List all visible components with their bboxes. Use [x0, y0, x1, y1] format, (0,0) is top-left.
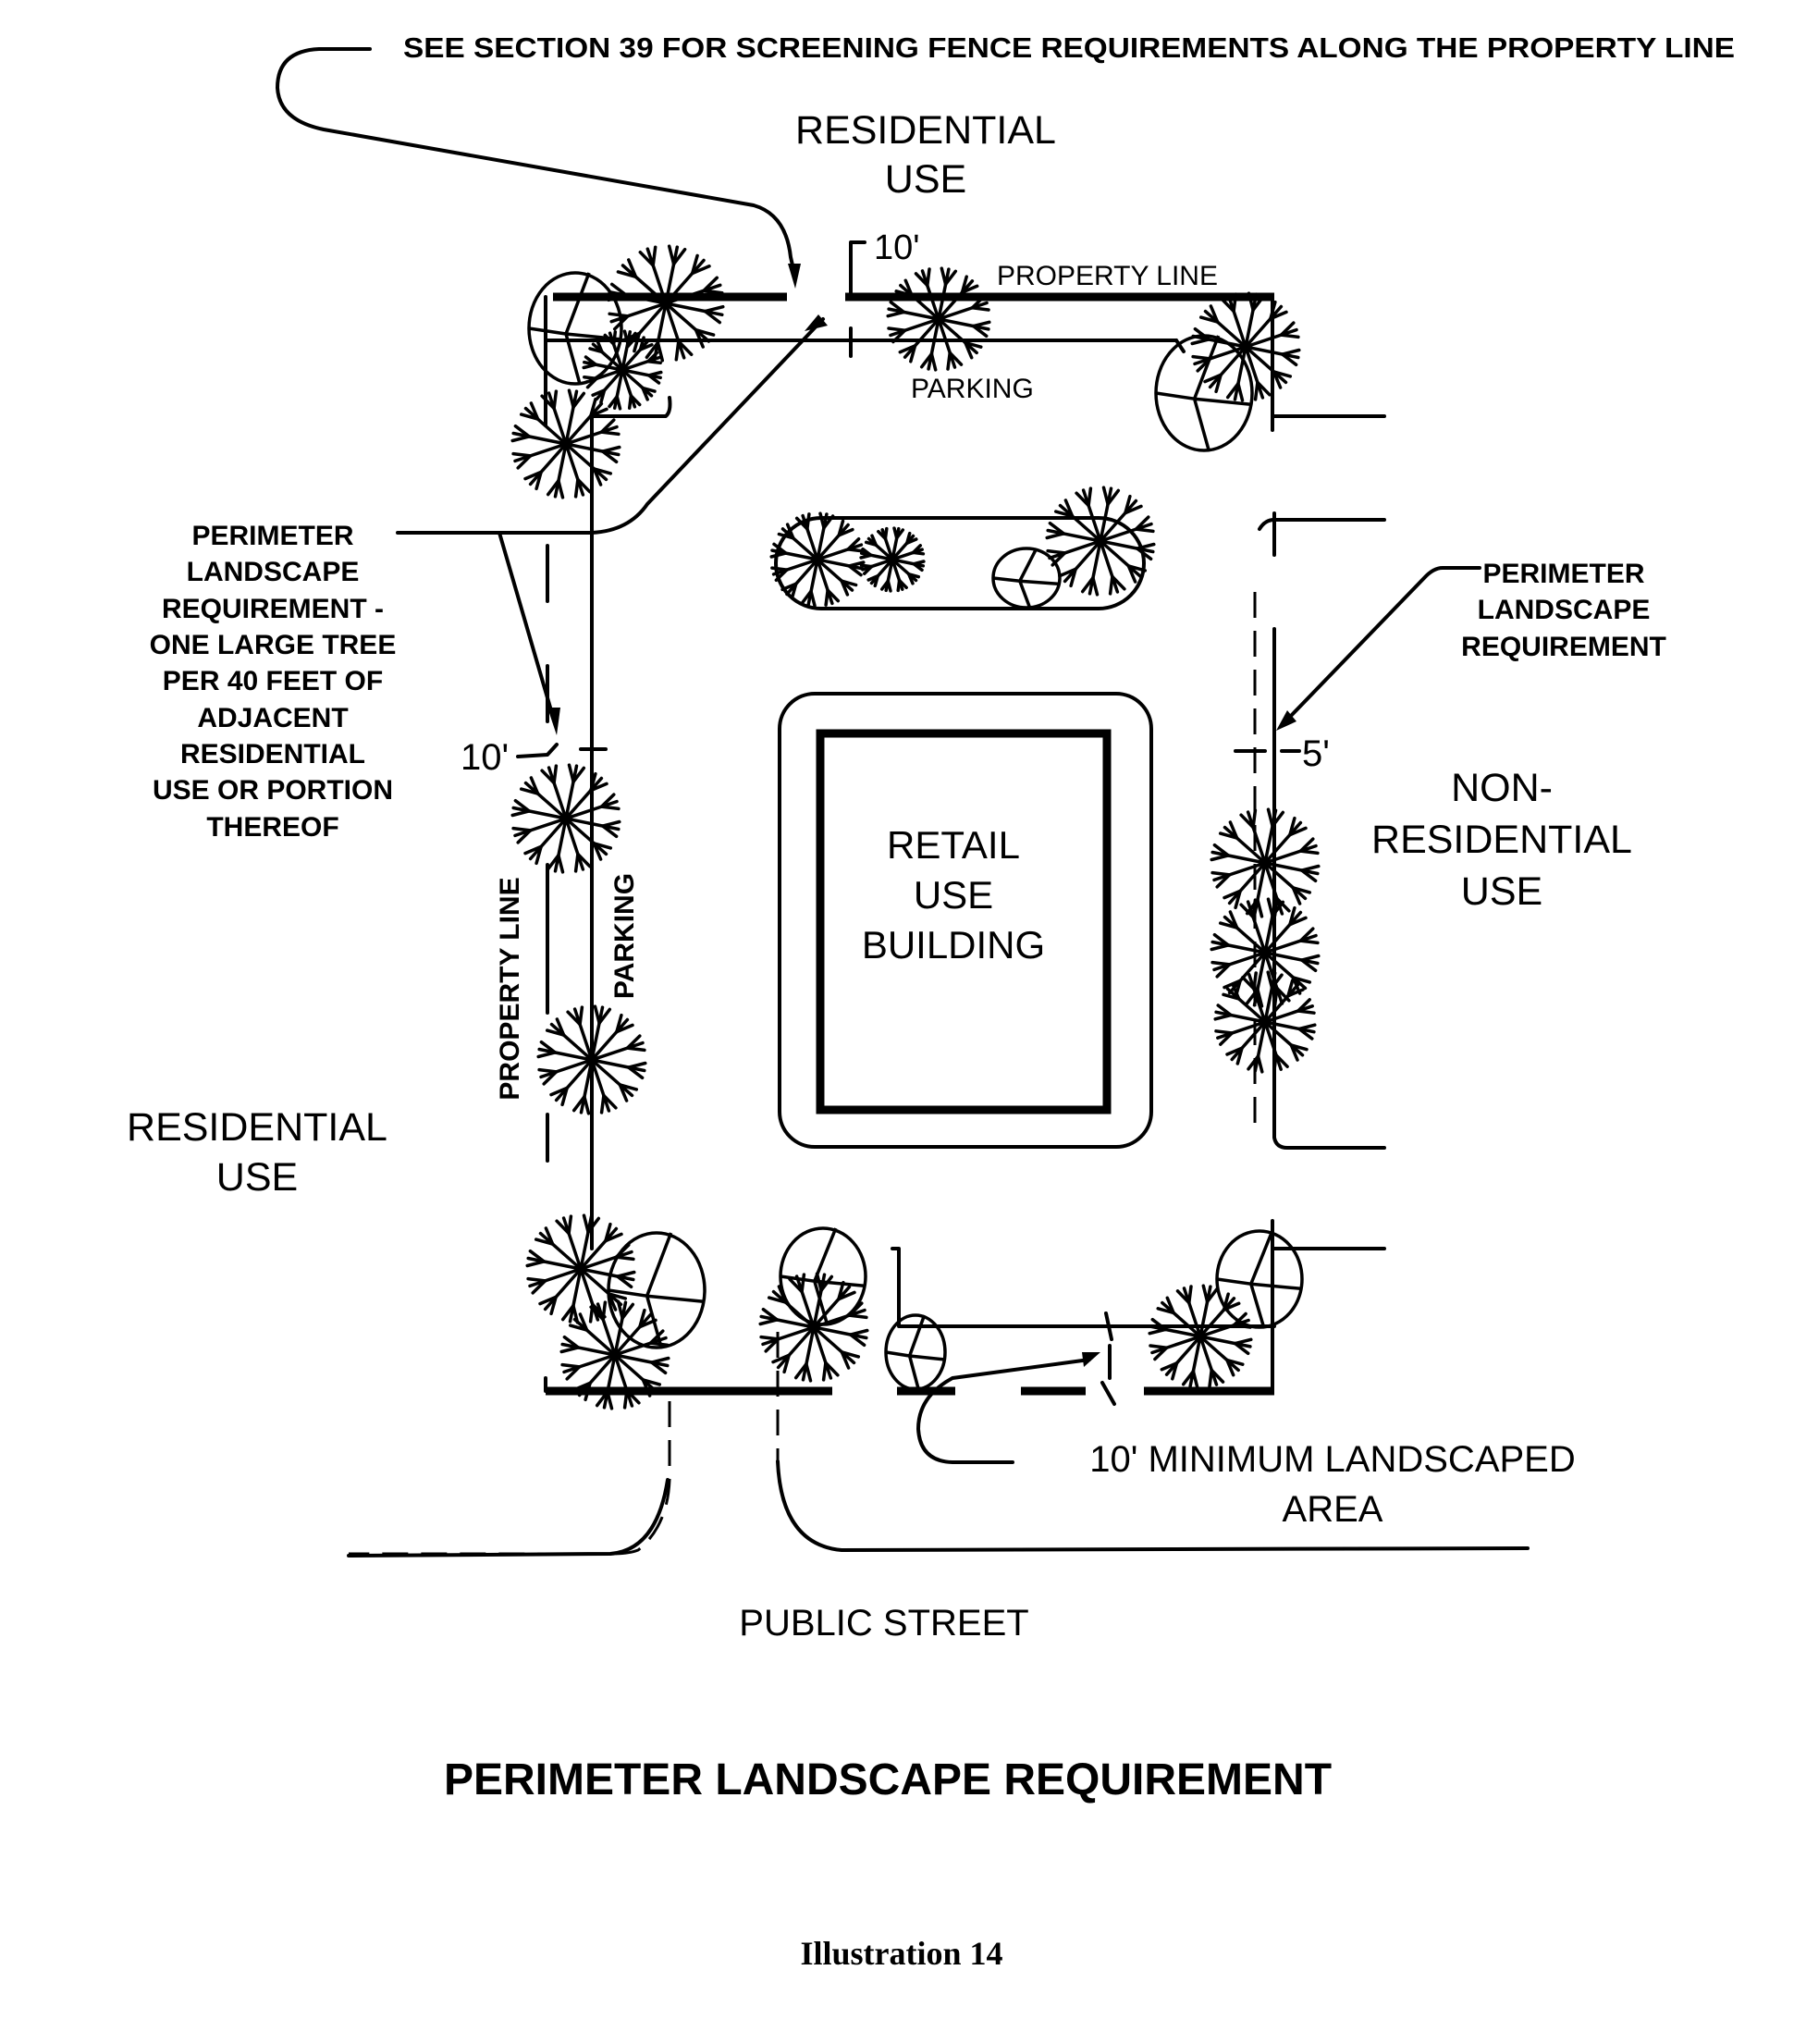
- zone-top-residential: RESIDENTIAL USE: [795, 108, 1056, 202]
- tree-icon: [510, 388, 621, 499]
- svg-text:AREA: AREA: [1283, 1489, 1383, 1530]
- svg-text:USE: USE: [914, 873, 993, 917]
- svg-text:USE OR PORTION: USE OR PORTION: [153, 775, 393, 806]
- driveway-left-edge: [349, 1401, 671, 1556]
- svg-text:BUILDING: BUILDING: [862, 923, 1045, 967]
- tree-icon: [1148, 1284, 1253, 1389]
- svg-text:NON-: NON-: [1451, 766, 1553, 810]
- svg-text:LANDSCAPE: LANDSCAPE: [187, 557, 360, 587]
- zone-right-non-residential: NON- RESIDENTIAL USE: [1371, 766, 1632, 914]
- retail-building-label: RETAIL USE BUILDING: [862, 823, 1045, 967]
- tree-icon: [1190, 291, 1301, 402]
- right-callout-leader: [1288, 566, 1481, 719]
- bottom-dimension-ticks: [1100, 1311, 1116, 1406]
- svg-text:ONE LARGE TREE: ONE LARGE TREE: [150, 630, 397, 660]
- svg-text:REQUIREMENT: REQUIREMENT: [1461, 632, 1666, 662]
- svg-text:RESIDENTIAL: RESIDENTIAL: [127, 1105, 387, 1150]
- right-callout-text: PERIMETER LANDSCAPE REQUIREMENT: [1461, 559, 1666, 662]
- tree-icon: [582, 329, 663, 411]
- left-parking-notch: [590, 396, 672, 418]
- right-parking-corner-top: [1258, 518, 1386, 531]
- svg-text:RESIDENTIAL: RESIDENTIAL: [1371, 818, 1632, 862]
- tree-icon: [510, 763, 621, 874]
- svg-text:ADJACENT: ADJACENT: [197, 703, 348, 733]
- top-property-line-label: PROPERTY LINE: [997, 261, 1218, 291]
- svg-text:PER 40 FEET OF: PER 40 FEET OF: [163, 666, 383, 696]
- right-parking-corner-bottom: [1272, 1108, 1386, 1150]
- svg-text:REQUIREMENT -: REQUIREMENT -: [162, 594, 384, 624]
- left-property-line-label: PROPERTY LINE: [495, 877, 525, 1100]
- tree-icon: [758, 1272, 869, 1383]
- diagram-title: PERIMETER LANDSCAPE REQUIREMENT: [444, 1755, 1332, 1804]
- svg-text:RESIDENTIAL: RESIDENTIAL: [180, 739, 365, 770]
- tree-icon: [536, 1004, 647, 1115]
- screening-note-leader: [276, 47, 797, 279]
- screening-fence-note: SEE SECTION 39 FOR SCREENING FENCE REQUI…: [403, 31, 1735, 64]
- left-callout-arrowhead-top: [805, 314, 828, 331]
- svg-text:RETAIL: RETAIL: [887, 823, 1020, 867]
- tree-icon: [607, 244, 725, 363]
- svg-text:PERIMETER: PERIMETER: [1482, 559, 1644, 589]
- svg-text:10' MINIMUM LANDSCAPED: 10' MINIMUM LANDSCAPED: [1089, 1439, 1576, 1480]
- landscape-island: [774, 516, 1146, 610]
- svg-text:USE: USE: [885, 157, 966, 202]
- public-street-label: PUBLIC STREET: [739, 1603, 1028, 1644]
- svg-text:USE: USE: [216, 1155, 298, 1200]
- plant-symbols: [510, 244, 1321, 1410]
- tree-icon: [1045, 486, 1156, 597]
- tree-icon: [859, 526, 926, 593]
- tree-icon: [886, 266, 991, 372]
- bottom-callout-text: 10' MINIMUM LANDSCAPED AREA: [1089, 1439, 1576, 1530]
- svg-text:PERIMETER: PERIMETER: [191, 521, 353, 551]
- building-pad: [778, 692, 1153, 1149]
- right-callout-arrowhead: [1276, 710, 1296, 731]
- svg-text:LANDSCAPE: LANDSCAPE: [1478, 595, 1651, 625]
- street-curb-right: [776, 1459, 1530, 1552]
- illustration-caption: Illustration 14: [800, 1935, 1002, 1972]
- shrub-icon: [884, 1313, 947, 1391]
- shrub-icon: [1154, 334, 1254, 452]
- shrub-icon: [1215, 1229, 1304, 1329]
- left-callout-leader: [396, 317, 825, 535]
- tree-icon: [769, 511, 866, 608]
- retail-building: [816, 729, 1112, 1114]
- tree-icon: [1213, 970, 1317, 1074]
- left-callout-arrowhead-down: [547, 708, 560, 735]
- svg-text:USE: USE: [1461, 869, 1542, 914]
- top-dimension-bracket: [849, 240, 866, 298]
- right-dimension-label: 5': [1302, 733, 1330, 774]
- svg-text:RESIDENTIAL: RESIDENTIAL: [795, 108, 1056, 153]
- top-right-parking-return: [1174, 339, 1186, 353]
- left-dimension-label: 10': [461, 737, 509, 778]
- left-parking-label: PARKING: [609, 873, 640, 999]
- screening-note-arrowhead: [788, 264, 801, 289]
- zone-left-residential: RESIDENTIAL USE: [127, 1105, 387, 1200]
- left-callout-text: PERIMETER LANDSCAPE REQUIREMENT - ONE LA…: [150, 521, 397, 843]
- svg-text:THEREOF: THEREOF: [206, 812, 338, 843]
- bottom-callout-arrowhead: [1082, 1352, 1100, 1367]
- tree-icon: [525, 1213, 636, 1324]
- shrub-icon: [991, 547, 1062, 610]
- top-parking-label: PARKING: [911, 374, 1034, 404]
- left-dimension-arrow: [516, 743, 559, 758]
- tree-icon: [559, 1299, 670, 1410]
- top-dimension-label: 10': [874, 228, 920, 267]
- tree-icon: [1210, 807, 1321, 918]
- bottom-inner-parking-edge: [891, 1247, 1276, 1328]
- street-curb-left: [347, 1478, 670, 1558]
- bottom-callout-leader: [916, 1358, 1091, 1464]
